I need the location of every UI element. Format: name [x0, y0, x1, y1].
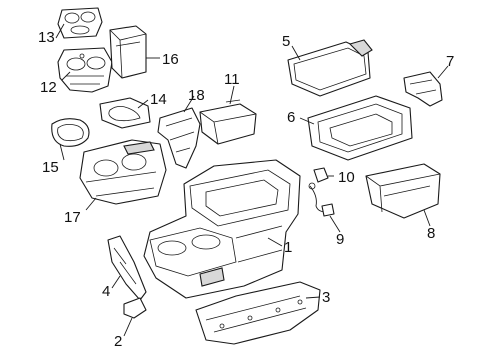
callout-6: 6	[287, 109, 295, 126]
callout-14: 14	[150, 91, 167, 108]
callout-7: 7	[446, 53, 454, 70]
part-11-small-bin	[199, 99, 257, 145]
callout-9: 9	[336, 231, 344, 248]
callout-5: 5	[282, 33, 290, 50]
callout-2: 2	[114, 333, 122, 350]
part-16-storage-bin	[109, 25, 147, 79]
part-14-trim-bezel	[99, 97, 151, 129]
part-15-cup-ring	[51, 118, 90, 147]
part-3-floor-plate	[195, 281, 321, 345]
callout-labels: 1 2 3 4 5 6 7 8 9 10 11 12 13 14 15 16 1…	[38, 29, 454, 350]
part-12-cup-holder	[57, 47, 113, 93]
callout-18: 18	[188, 87, 205, 104]
callout-10: 10	[338, 169, 355, 186]
part-1-console-body	[143, 159, 301, 299]
callout-1: 1	[284, 239, 292, 256]
part-6-upper-tray	[307, 95, 413, 161]
part-5-armrest-lid	[287, 39, 373, 97]
callout-17: 17	[64, 209, 81, 226]
leader-lines	[55, 23, 449, 337]
part-4-side-panel	[107, 235, 147, 301]
callout-3: 3	[322, 289, 330, 306]
part-8-drawer	[365, 163, 441, 219]
callout-13: 13	[38, 29, 55, 46]
part-2-cap	[123, 297, 147, 319]
part-13-cup-insert	[57, 7, 103, 39]
callout-16: 16	[162, 51, 179, 68]
part-18-bracket	[157, 107, 201, 169]
part-17-cup-housing	[79, 139, 167, 205]
part-9-connector	[308, 182, 335, 217]
part-7-lid-trim	[403, 71, 443, 107]
callout-4: 4	[102, 283, 110, 300]
part-10-clip	[313, 167, 329, 183]
callout-15: 15	[42, 159, 59, 176]
callout-8: 8	[427, 225, 435, 242]
callout-12: 12	[40, 79, 57, 96]
callout-11: 11	[224, 71, 240, 88]
